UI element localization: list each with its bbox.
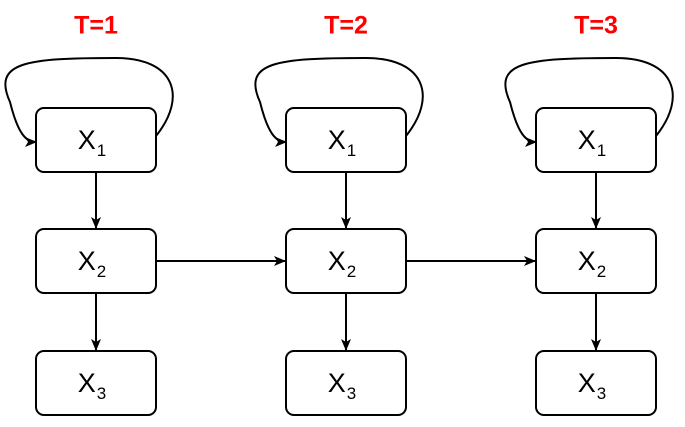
node-label-subscript: 2	[597, 262, 606, 281]
node-box	[535, 228, 657, 294]
node-box	[285, 228, 407, 294]
node-t3-x1: X1	[535, 107, 657, 173]
node-box	[35, 350, 157, 416]
node-t2-x1: X1	[285, 107, 407, 173]
node-box	[35, 228, 157, 294]
node-t2-x2: X2	[285, 228, 407, 294]
node-label-subscript: 1	[597, 141, 606, 160]
node-label-base: X	[578, 246, 596, 276]
node-label: X2	[578, 246, 606, 281]
node-box	[535, 350, 657, 416]
node-label: X3	[78, 368, 106, 403]
time-labels-layer: T=1 T=2 T=3	[74, 12, 618, 40]
node-label-subscript: 3	[597, 384, 606, 403]
node-t1-x2: X2	[35, 228, 157, 294]
node-box	[285, 350, 407, 416]
node-box	[35, 107, 157, 173]
node-label: X2	[328, 246, 356, 281]
edge-t1-x1-to-t1-x1	[4, 56, 174, 147]
node-label: X1	[328, 125, 356, 160]
node-t3-x3: X3	[535, 350, 657, 416]
node-label-base: X	[328, 125, 346, 155]
node-label-base: X	[328, 368, 346, 398]
node-t2-x3: X3	[285, 350, 407, 416]
time-label-t2: T=2	[324, 12, 368, 40]
time-label-t3: T=3	[574, 12, 618, 40]
node-label-base: X	[578, 368, 596, 398]
node-label: X1	[78, 125, 106, 160]
node-label-subscript: 1	[97, 141, 106, 160]
node-label: X3	[328, 368, 356, 403]
node-box	[285, 107, 407, 173]
node-label-base: X	[578, 125, 596, 155]
node-label-base: X	[78, 368, 96, 398]
node-label-subscript: 3	[97, 384, 106, 403]
edges-layer	[4, 56, 674, 351]
time-label-t1: T=1	[74, 12, 118, 40]
node-label: X1	[578, 125, 606, 160]
node-label-base: X	[78, 246, 96, 276]
node-label: X2	[78, 246, 106, 281]
node-t1-x1: X1	[35, 107, 157, 173]
node-t3-x2: X2	[535, 228, 657, 294]
node-label-subscript: 1	[347, 141, 356, 160]
node-label-subscript: 3	[347, 384, 356, 403]
node-label-subscript: 2	[97, 262, 106, 281]
edge-t2-x1-to-t2-x1	[254, 56, 424, 147]
node-label-base: X	[328, 246, 346, 276]
node-t1-x3: X3	[35, 350, 157, 416]
node-label-subscript: 2	[347, 262, 356, 281]
edge-t3-x1-to-t3-x1	[504, 56, 674, 147]
node-label: X3	[578, 368, 606, 403]
node-box	[535, 107, 657, 173]
node-label-base: X	[78, 125, 96, 155]
